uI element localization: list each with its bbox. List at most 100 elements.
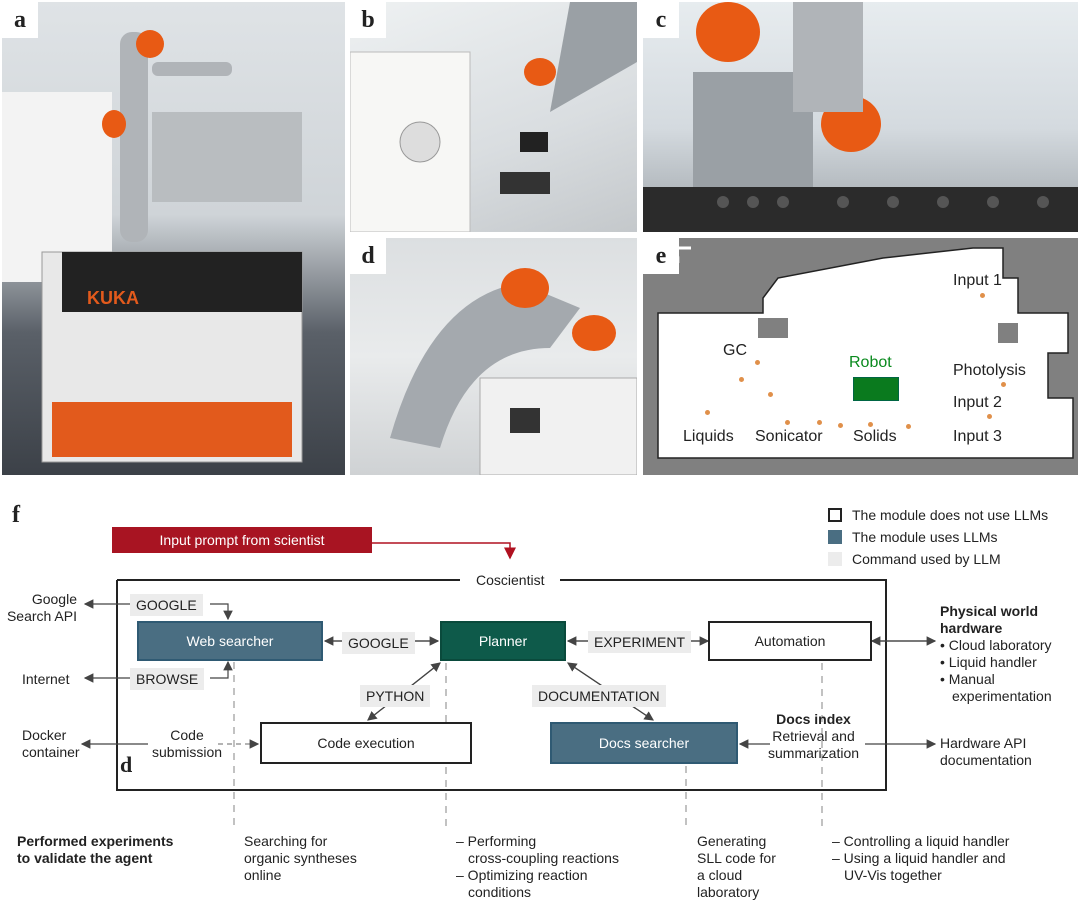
map-label-solids: Solids [853, 428, 897, 445]
experiment-line: UV-Vis together [844, 867, 942, 883]
automation-module: Automation [708, 621, 872, 661]
physical-item-text: Cloud laboratory [948, 637, 1052, 653]
experiment-column-1: Searching for organic syntheses online [244, 833, 357, 884]
map-floorplan [657, 246, 1074, 459]
experiment-line: – Controlling a liquid handler [832, 833, 1010, 849]
legend-swatch-command [828, 552, 842, 566]
physical-hardware-title2: hardware [940, 620, 1003, 636]
physical-hardware-label: Physical world hardware • Cloud laborato… [940, 603, 1052, 705]
experiment-line: conditions [468, 884, 532, 900]
command-experiment: EXPERIMENT [588, 631, 692, 653]
map-station-dot [705, 410, 710, 415]
experiments-title: Performed experiments to validate the ag… [17, 833, 173, 867]
map-label-sonicator: Sonicator [755, 428, 823, 445]
experiment-column-4: – Controlling a liquid handler – Using a… [832, 833, 1009, 884]
experiment-line: SLL code for [697, 850, 776, 866]
hardware-api-line2: documentation [940, 752, 1032, 768]
experiment-line: online [244, 867, 282, 883]
map-station-dot [838, 423, 843, 428]
panel-label-c: c [643, 2, 679, 38]
robot-illustration-b [350, 2, 637, 232]
experiment-line: – Optimizing reaction [456, 867, 588, 883]
google-search-api-label: Google Search API [7, 591, 77, 625]
panel-label-f: f [12, 502, 20, 528]
map-station-dot [987, 414, 992, 419]
hardware-api-line1: Hardware API [940, 735, 1027, 751]
legend-no-llm: The module does not use LLMs [852, 507, 1049, 523]
docs-searcher-module: Docs searcher [550, 722, 738, 764]
map-label-robot: Robot [849, 354, 892, 371]
experiment-line: Generating [697, 833, 767, 849]
docs-index-label: Docs index Retrieval and summarization [768, 711, 859, 762]
experiment-line: laboratory [697, 884, 760, 900]
map-station-dot [817, 420, 822, 425]
experiment-column-3: Generating SLL code for a cloud laborato… [697, 833, 776, 901]
physical-item: • Manual [940, 671, 995, 687]
map-label-input3: Input 3 [953, 428, 1002, 445]
physical-item-text: Manual [948, 671, 995, 687]
code-submission-line1: Code [170, 727, 204, 743]
legend-llm: The module uses LLMs [852, 529, 998, 545]
robot-illustration-d [390, 268, 637, 475]
map-panel-e: m Robot GC Input 1 Photolysis Input 2 In… [643, 238, 1078, 475]
web-searcher-module: Web searcher [137, 621, 323, 661]
map-station-dot [768, 392, 773, 397]
map-station-dot [868, 422, 873, 427]
experiment-line: – Using a liquid handler and [832, 850, 1006, 866]
map-label-photolysis: Photolysis [953, 362, 1026, 379]
google-search-api-line2: Search API [6, 608, 77, 624]
map-station-dot [906, 424, 911, 429]
panel-label-a: a [2, 2, 38, 38]
input-prompt-banner: Input prompt from scientist [112, 527, 372, 553]
stray-panel-label-d: d [120, 752, 133, 777]
retrieval-line1: Retrieval and [772, 728, 855, 744]
internet-label: Internet [22, 671, 70, 687]
robot-illustration-c [643, 2, 1078, 232]
code-submission-label: Code submission [152, 727, 222, 761]
photo-panel-d: d [350, 238, 637, 475]
map-station-dot [785, 420, 790, 425]
command-browse: BROWSE [130, 668, 205, 690]
robot-marker [853, 377, 899, 401]
physical-item-text: Liquid handler [948, 654, 1037, 670]
kuka-brand-label: KUKA [87, 288, 139, 308]
experiments-title-line1: Performed experiments [17, 833, 174, 849]
docker-container-label: Docker container [22, 727, 80, 761]
hardware-api-label: Hardware API documentation [940, 735, 1032, 769]
experiments-title-line2: to validate the agent [17, 850, 153, 866]
map-station-dot [980, 293, 985, 298]
physical-item-text: experimentation [952, 688, 1052, 704]
experiment-line: Searching for [244, 833, 328, 849]
experiment-line: a cloud [697, 867, 743, 883]
docker-line2: container [22, 744, 80, 760]
panel-label-d: d [350, 238, 386, 274]
command-google-mid: GOOGLE [342, 632, 415, 654]
physical-hardware-title1: Physical world [940, 603, 1039, 619]
experiment-line: – Performing [456, 833, 537, 849]
physical-item: • Cloud laboratory [940, 637, 1052, 653]
physical-item: • Liquid handler [940, 654, 1037, 670]
map-station-dot [739, 377, 744, 382]
legend-swatch-llm [828, 530, 842, 544]
retrieval-line2: summarization [768, 745, 860, 761]
planner-module: Planner [440, 621, 566, 661]
coscientist-label: Coscientist [470, 572, 551, 589]
map-station-dot [755, 360, 760, 365]
map-label-input2: Input 2 [953, 394, 1002, 411]
docker-line1: Docker [22, 727, 67, 743]
legend-command: Command used by LLM [852, 551, 1001, 567]
physical-item: experimentation [940, 688, 1052, 705]
legend-swatch-no-llm [828, 508, 842, 522]
experiment-line: cross-coupling reactions [468, 850, 619, 866]
map-label-gc: GC [723, 342, 747, 359]
panel-label-b: b [350, 2, 386, 38]
code-execution-module: Code execution [260, 722, 472, 764]
code-submission-line2: submission [152, 744, 223, 760]
photo-panel-a: KUKA a [2, 2, 345, 475]
map-label-input1: Input 1 [953, 272, 1002, 289]
command-google-top: GOOGLE [130, 594, 203, 616]
docs-index-title: Docs index [776, 711, 851, 727]
photo-panel-b: b [350, 2, 637, 232]
map-station-dot [1001, 382, 1006, 387]
